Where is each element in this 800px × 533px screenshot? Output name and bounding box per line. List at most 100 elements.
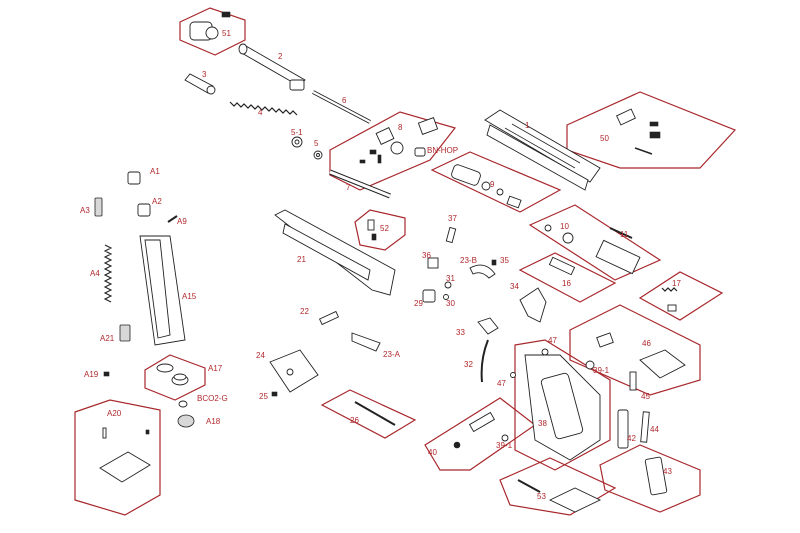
- label-21: 21: [297, 255, 306, 264]
- part-53: [517, 479, 602, 513]
- part-BCO2-G: [178, 400, 188, 408]
- group-box-51: [179, 7, 246, 56]
- group-box-52: [354, 209, 406, 251]
- label-32: 32: [464, 360, 473, 369]
- part-A18: [177, 414, 195, 428]
- part-A3: [94, 197, 103, 217]
- label-A20: A20: [107, 409, 122, 418]
- group-box-43: [599, 444, 701, 513]
- label-47-top: 47: [548, 336, 557, 345]
- part-39-1-left: [501, 434, 509, 442]
- part-22: [318, 310, 340, 326]
- outer-barrel-part: [238, 43, 306, 91]
- hammer-housing-part: [595, 239, 641, 275]
- part-30: [443, 294, 449, 300]
- nozzle-part: [451, 164, 522, 209]
- recoil-spring-part: [229, 101, 298, 116]
- label-2: 2: [278, 52, 283, 61]
- part-A1: [127, 171, 141, 185]
- group-box-9: [430, 151, 562, 213]
- group-box-17: [638, 271, 724, 321]
- label-51: 51: [222, 29, 231, 38]
- group-box-50: [566, 91, 737, 169]
- part-44: [640, 411, 650, 443]
- label-BCO2-G: BCO2-G: [197, 394, 228, 403]
- label-A15: A15: [182, 292, 197, 301]
- label-23-B: 23-B: [460, 256, 477, 265]
- part-34: [519, 287, 547, 323]
- label-35: 35: [500, 256, 509, 265]
- part-31: [444, 281, 452, 289]
- label-45: 45: [641, 392, 650, 401]
- label-16: 16: [562, 279, 571, 288]
- part-35: [491, 259, 497, 266]
- part-23-A: [351, 332, 381, 352]
- barrel-bushing-part: [184, 73, 216, 95]
- hopup-chamber-part: [189, 11, 231, 41]
- label-50: 50: [600, 134, 609, 143]
- part-52: [367, 219, 375, 231]
- label-11: 11: [620, 230, 629, 239]
- part-26-pin: [354, 401, 396, 426]
- label-40: 40: [428, 448, 437, 457]
- part-11-pin: [609, 227, 633, 239]
- part-29: [422, 289, 436, 303]
- label-A17: A17: [208, 364, 223, 373]
- group-box-53: [499, 457, 617, 516]
- label-25: 25: [259, 392, 268, 401]
- part-39-1-right: [585, 360, 595, 370]
- part-25-screw: [271, 391, 278, 397]
- group-box-26: [320, 389, 417, 439]
- part-47-bottom: [510, 372, 516, 378]
- part-32: [480, 339, 489, 383]
- label-17: 17: [672, 279, 681, 288]
- label-A9: A9: [177, 217, 187, 226]
- label-29: 29: [414, 299, 423, 308]
- bn-hop-part: [414, 147, 426, 157]
- label-37: 37: [448, 214, 457, 223]
- part-45: [629, 371, 637, 391]
- label-A1: A1: [150, 167, 160, 176]
- label-36: 36: [422, 251, 431, 260]
- label-30: 30: [446, 299, 455, 308]
- label-24: 24: [256, 351, 265, 360]
- label-A3: A3: [80, 206, 90, 215]
- part-33: [477, 317, 499, 335]
- part-10: [562, 232, 574, 244]
- label-52: 52: [380, 224, 389, 233]
- blowback-parts-group: [359, 117, 439, 164]
- label-44: 44: [650, 425, 659, 434]
- group-box-8: [329, 111, 457, 191]
- grip-frame-part: [524, 354, 601, 461]
- magazine-body-part: [139, 235, 186, 346]
- label-1: 1: [525, 121, 530, 130]
- label-34: 34: [510, 282, 519, 291]
- label-26: 26: [350, 416, 359, 425]
- group-box-A20: [74, 399, 161, 516]
- magazine-spring-part: [103, 244, 113, 303]
- part-23-B: [469, 264, 496, 279]
- part-36: [427, 257, 439, 269]
- label-23-A: 23-A: [383, 350, 401, 359]
- group-box-40: [424, 397, 537, 471]
- label-A18: A18: [206, 417, 221, 426]
- part-A19: [103, 371, 110, 377]
- label-22: 22: [300, 307, 309, 316]
- label-39-1-right: 39-1: [593, 366, 610, 375]
- slide-part: [484, 109, 601, 191]
- label-46: 46: [642, 339, 651, 348]
- part-17-spring: [661, 287, 678, 292]
- label-A2: A2: [152, 197, 162, 206]
- label-43: 43: [663, 467, 672, 476]
- label-bn-hop: BN-HOP: [427, 146, 458, 155]
- part-43: [644, 456, 668, 496]
- group-box-11: [528, 204, 662, 281]
- label-A19: A19: [84, 370, 99, 379]
- label-10: 10: [560, 222, 569, 231]
- label-8: 8: [398, 123, 403, 132]
- frame-part: [274, 209, 396, 296]
- label-A21: A21: [100, 334, 115, 343]
- group-box-46: [569, 304, 701, 396]
- part-A21: [119, 324, 131, 342]
